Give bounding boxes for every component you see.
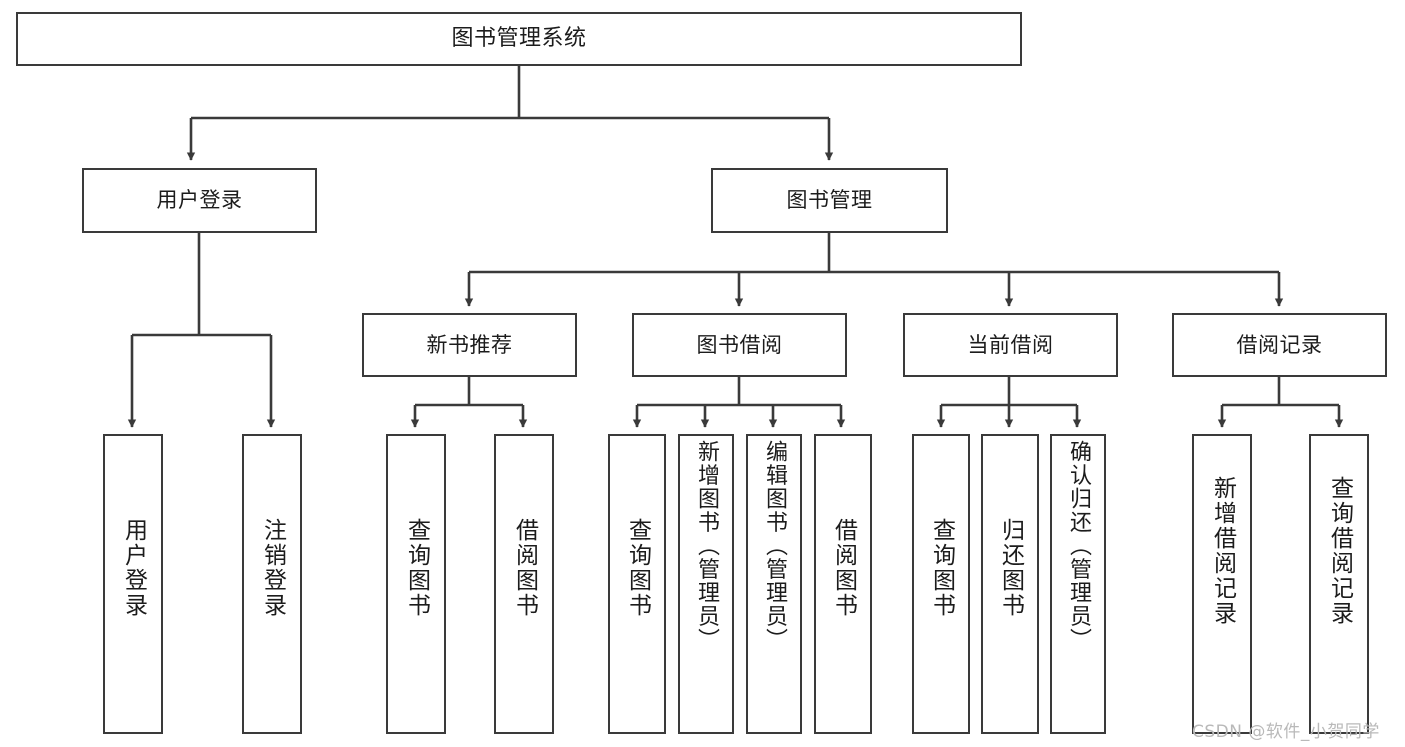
- node-label: 用户登录: [156, 188, 243, 213]
- node-label: 编辑图书（管理员）: [762, 440, 787, 652]
- node-new-book-recommend[interactable]: 新书推荐: [362, 313, 577, 377]
- node-label: 归还图书: [997, 518, 1024, 618]
- node-user-login[interactable]: 用户登录: [82, 168, 317, 233]
- node-label: 当前借阅: [967, 332, 1054, 357]
- node-label: 查询借阅记录: [1326, 476, 1353, 626]
- leaf-current-borrow-query[interactable]: 查询图书: [912, 434, 970, 734]
- node-label: 图书管理系统: [451, 26, 587, 52]
- watermark-text: CSDN @软件_小贺同学: [1192, 722, 1380, 742]
- node-book-management[interactable]: 图书管理: [711, 168, 948, 233]
- leaf-current-borrow-confirm-return[interactable]: 确认归还（管理员）: [1050, 434, 1106, 734]
- leaf-book-borrow-borrow[interactable]: 借阅图书: [814, 434, 872, 734]
- node-book-borrow[interactable]: 图书借阅: [632, 313, 847, 377]
- node-label: 借阅图书: [830, 518, 857, 618]
- leaf-new-book-query[interactable]: 查询图书: [386, 434, 446, 734]
- node-label: 查询图书: [928, 518, 955, 618]
- leaf-new-book-borrow[interactable]: 借阅图书: [494, 434, 554, 734]
- node-label: 借阅图书: [511, 518, 538, 618]
- leaf-user-login-signin[interactable]: 用户登录: [103, 434, 163, 734]
- node-borrow-record[interactable]: 借阅记录: [1172, 313, 1387, 377]
- node-label: 查询图书: [624, 518, 651, 618]
- node-root-system[interactable]: 图书管理系统: [16, 12, 1022, 66]
- leaf-current-borrow-return[interactable]: 归还图书: [981, 434, 1039, 734]
- node-label: 新增图书（管理员）: [694, 440, 719, 652]
- leaf-borrow-record-query[interactable]: 查询借阅记录: [1309, 434, 1369, 734]
- node-label: 图书管理: [786, 188, 873, 213]
- node-label: 新增借阅记录: [1209, 476, 1236, 626]
- node-label: 图书借阅: [696, 332, 783, 357]
- node-label: 用户登录: [120, 518, 147, 618]
- node-label: 确认归还（管理员）: [1066, 440, 1091, 652]
- node-label: 注销登录: [259, 518, 286, 618]
- node-current-borrow[interactable]: 当前借阅: [903, 313, 1118, 377]
- node-label: 查询图书: [403, 518, 430, 618]
- node-label: 借阅记录: [1236, 332, 1323, 357]
- leaf-book-borrow-edit[interactable]: 编辑图书（管理员）: [746, 434, 802, 734]
- leaf-borrow-record-add[interactable]: 新增借阅记录: [1192, 434, 1252, 734]
- leaf-book-borrow-add[interactable]: 新增图书（管理员）: [678, 434, 734, 734]
- leaf-book-borrow-query[interactable]: 查询图书: [608, 434, 666, 734]
- leaf-user-login-signout[interactable]: 注销登录: [242, 434, 302, 734]
- node-label: 新书推荐: [426, 332, 513, 357]
